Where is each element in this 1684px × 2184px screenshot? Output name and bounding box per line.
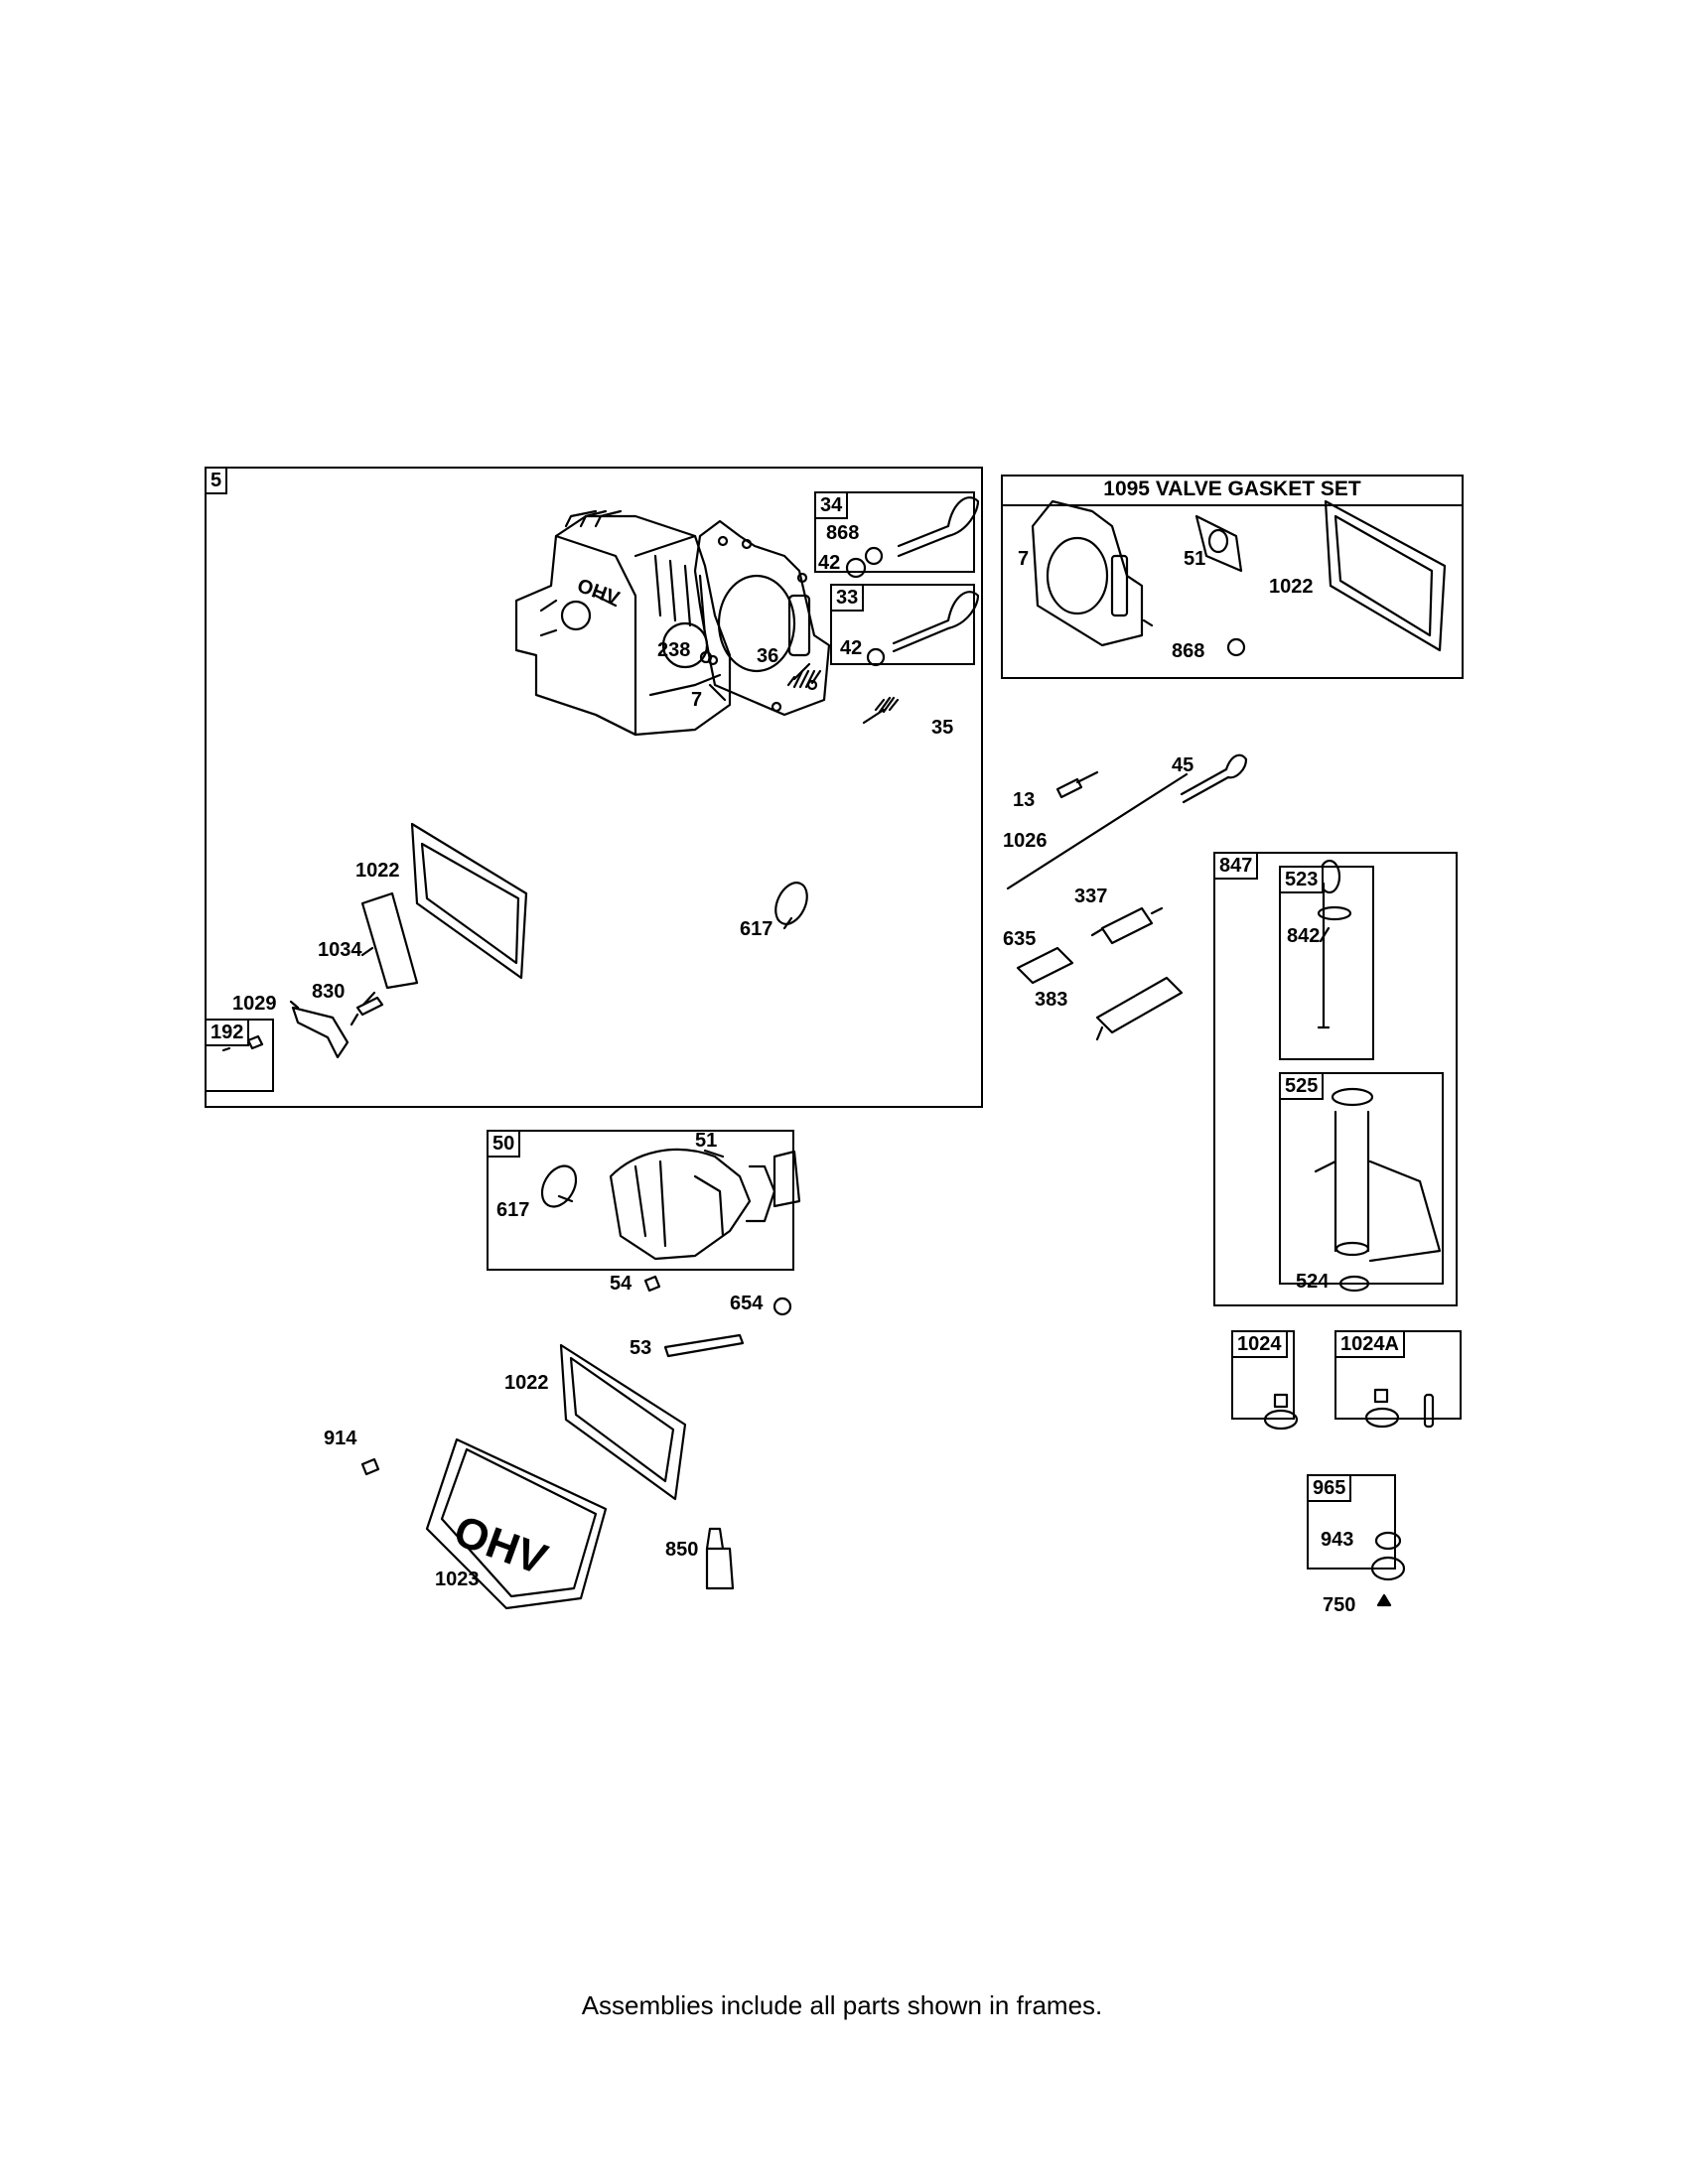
kit-1024-drawing — [1263, 1393, 1299, 1431]
frame-965-tag: 965 — [1307, 1474, 1352, 1502]
frame-525-tube — [1279, 1072, 1444, 1285]
gasket-set-drawing — [1031, 499, 1447, 657]
frame-50-intake — [487, 1130, 794, 1271]
frame-33-valve — [830, 584, 975, 665]
label-337: 337 — [1074, 886, 1108, 907]
label-383: 383 — [1035, 989, 1068, 1011]
bracket-1029-drawing — [291, 1006, 350, 1059]
bolt-914-drawing — [360, 1457, 380, 1476]
label-1029: 1029 — [232, 993, 277, 1015]
push-rod-drawing — [1006, 772, 1189, 890]
footer-note: Assemblies include all parts shown in fr… — [581, 1990, 1103, 2020]
label-1026: 1026 — [1003, 830, 1048, 852]
bolt-192-drawing — [221, 1034, 264, 1052]
label-830: 830 — [312, 981, 346, 1003]
label-53: 53 — [630, 1337, 652, 1359]
frame-33-tag: 33 — [830, 584, 865, 612]
frame-847-tag: 847 — [1213, 852, 1259, 880]
frame-192-tag: 192 — [205, 1019, 250, 1046]
head-gasket-drawing — [693, 519, 831, 717]
frame-523-tag: 523 — [1279, 866, 1325, 893]
bolt-13-drawing — [1055, 770, 1099, 799]
frame-523-dipstick — [1279, 866, 1374, 1060]
frame-34-tag: 34 — [814, 491, 849, 519]
valve-33-drawing — [892, 591, 980, 653]
part-750-drawing — [1376, 1593, 1392, 1607]
label-36: 36 — [757, 645, 779, 667]
frame-5-head-assembly — [205, 467, 983, 1108]
label-42: 42 — [818, 552, 841, 574]
label-45: 45 — [1172, 754, 1194, 776]
label-868: 868 — [1172, 640, 1205, 662]
ring-943-drawing — [1374, 1531, 1402, 1551]
label-51: 51 — [1184, 548, 1206, 570]
frame-847-dipstick — [1213, 852, 1458, 1306]
label-914: 914 — [324, 1428, 357, 1449]
clip-383-drawing — [1095, 976, 1184, 1041]
bolt-830-drawing — [350, 996, 384, 1026]
label-1022: 1022 — [1269, 576, 1314, 598]
tube-525-drawing — [1314, 1110, 1442, 1263]
valve-45-drawing — [1180, 753, 1248, 804]
label-54: 54 — [610, 1273, 632, 1295]
label-842: 842 — [1287, 925, 1321, 947]
label-617: 617 — [496, 1199, 530, 1221]
intake-manifold-drawing — [609, 1148, 801, 1261]
label-868: 868 — [826, 522, 860, 544]
cover-gasket-drawing — [410, 822, 528, 980]
label-35: 35 — [931, 717, 954, 739]
label-1022: 1022 — [355, 860, 400, 882]
stud-53-drawing — [663, 1333, 745, 1358]
gasket-set-title: 1095 VALVE GASKET SET — [1001, 475, 1464, 506]
label-617: 617 — [740, 918, 773, 940]
label-850: 850 — [665, 1539, 699, 1561]
label-524: 524 — [1296, 1271, 1330, 1293]
label-13: 13 — [1013, 789, 1036, 811]
label-7: 7 — [1018, 548, 1030, 570]
label-750: 750 — [1323, 1594, 1356, 1616]
label-654: 654 — [730, 1293, 764, 1314]
o-ring-617-drawing — [774, 882, 808, 925]
plate-1034-drawing — [360, 891, 419, 990]
cylinder-head-drawing: OHV — [514, 509, 732, 737]
label-635: 635 — [1003, 928, 1037, 950]
frame-1024a-tag: 1024A — [1334, 1330, 1405, 1358]
part-238-drawing — [699, 650, 713, 664]
frame-525-tag: 525 — [1279, 1072, 1325, 1100]
frame-34-valve — [814, 491, 975, 573]
label-1023: 1023 — [435, 1569, 480, 1590]
frame-1024-tag: 1024 — [1231, 1330, 1288, 1358]
frame-1095-gasket-set — [1001, 475, 1464, 679]
frame-5-tag: 5 — [205, 467, 228, 494]
spark-plug-drawing — [1090, 906, 1164, 945]
cover-gasket-lower-drawing — [559, 1343, 687, 1501]
sealant-tube-drawing — [705, 1527, 735, 1590]
valve-spring-drawing — [786, 669, 900, 714]
label-943: 943 — [1321, 1529, 1354, 1551]
boot-635-drawing — [1016, 946, 1074, 985]
valve-34-drawing — [897, 496, 980, 558]
bolt-54-drawing — [643, 1275, 661, 1293]
label-7: 7 — [691, 689, 703, 711]
nut-654-drawing — [772, 1297, 792, 1316]
label-42: 42 — [840, 637, 863, 659]
label-1022: 1022 — [504, 1372, 549, 1394]
label-1034: 1034 — [318, 939, 362, 961]
label-238: 238 — [657, 639, 691, 661]
label-51: 51 — [695, 1130, 718, 1152]
dipstick-drawing — [1317, 882, 1331, 1029]
o-ring-intake-drawing — [540, 1164, 578, 1208]
frame-50-tag: 50 — [487, 1130, 521, 1158]
